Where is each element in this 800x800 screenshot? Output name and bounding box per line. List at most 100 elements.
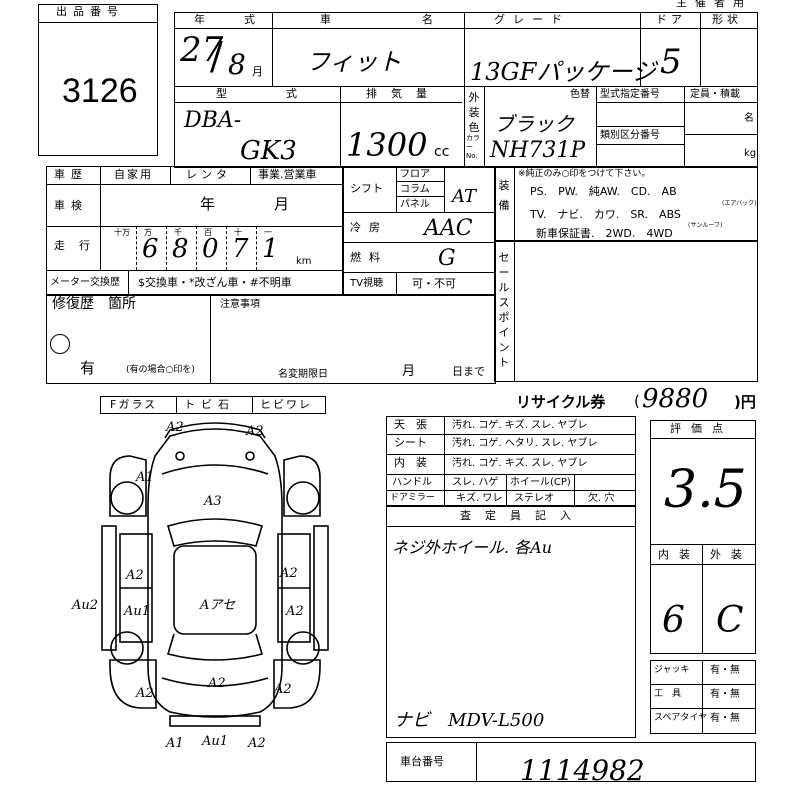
history-rental: レンタ	[186, 168, 231, 181]
mark-right-door-rear: A2	[286, 604, 304, 619]
door-mirror-options: キズ. ワレ	[456, 493, 503, 504]
score-box	[650, 420, 756, 654]
displacement-label: 排気量	[366, 87, 441, 100]
mileage-digit-label: 十万	[114, 228, 130, 237]
wheel-cap-label: ホイール(CP)	[510, 477, 571, 488]
fuel-label: 燃料	[350, 251, 388, 264]
score-exterior-label: 外装	[710, 548, 752, 561]
mark-roof: Aアセ	[200, 598, 236, 613]
recycle-label: リサイクル券	[516, 393, 606, 411]
year-value: 27	[180, 30, 224, 70]
tools-box	[650, 660, 756, 734]
mark-rear-right: A2	[274, 682, 292, 697]
mileage-digit-label: 百	[204, 228, 212, 237]
score-label: 評価点	[670, 422, 733, 435]
capacity-unit-kg: kg	[744, 148, 757, 159]
color-code-value: NH731P	[490, 138, 586, 163]
model-label: 型 式	[216, 87, 321, 100]
meter-options: $交換車・*改ざん車・#不明車	[138, 276, 292, 289]
glass-chip: トビ石	[184, 398, 235, 411]
stereo-options: 欠. 穴	[588, 493, 615, 504]
inspector-box	[386, 506, 636, 738]
inspector-note-2: ナビ MDV-L500	[394, 710, 545, 731]
history-box	[46, 166, 344, 296]
score-interior-value: 6	[662, 600, 685, 641]
shift-column: コラム	[400, 184, 430, 195]
equip-label: 装備	[498, 179, 510, 212]
inspector-note-1: ネジ外ホイール. 各Au	[392, 538, 553, 557]
sales-point-box	[494, 240, 758, 382]
name-change-day: 日まで	[452, 365, 485, 378]
doors-label: ドア	[656, 13, 686, 26]
mileage-digit-label: 一	[264, 228, 272, 237]
repair-value: 有	[80, 359, 96, 377]
color-change-label: 色替	[570, 89, 590, 100]
mileage-digit-label: 十	[234, 228, 242, 237]
repair-value-circle	[50, 334, 70, 354]
mileage-digit-label: 万	[144, 228, 152, 237]
recycle-value: 9880	[642, 384, 709, 414]
tv-options: 可・不可	[412, 277, 456, 290]
interior-box	[386, 416, 636, 506]
category-label: 類別区分番号	[600, 130, 660, 141]
doors-value: 5	[660, 42, 682, 82]
lot-number-box	[38, 4, 158, 156]
glass-label: Fガラス	[110, 398, 158, 411]
tool-label: スペアタイヤ	[654, 713, 708, 723]
tool-label: 工 具	[654, 689, 682, 699]
score-exterior-value: C	[716, 600, 744, 641]
mark-right-door-front: A2	[280, 566, 298, 581]
year-slash: /	[210, 34, 223, 78]
mark-rear-center: A2	[208, 676, 226, 691]
mileage-unit: km	[296, 256, 312, 267]
mark-bumper-right: A2	[248, 736, 266, 751]
lot-number: 3126	[62, 72, 138, 110]
equip-sr-note: (サンルーフ)	[688, 222, 723, 229]
model-value-2: GK3	[240, 136, 297, 166]
handle-options: スレ. ハゲ	[452, 477, 499, 488]
handle-label: ハンドル	[392, 477, 432, 488]
shift-panel: パネル	[400, 199, 430, 210]
equipment-right-box	[494, 166, 758, 242]
mileage-digit: 6	[142, 234, 159, 264]
history-private: 自家用	[114, 168, 153, 181]
month-unit: 月	[252, 65, 263, 78]
mark-rear-left: A2	[136, 686, 154, 701]
recycle-open-paren: (	[634, 392, 640, 410]
recycle-unit: )円	[734, 393, 756, 411]
equip-ab-note: (エアバック)	[722, 200, 757, 207]
capacity-label: 定員・積載	[690, 89, 740, 100]
grade-value: 13GFパッケージ	[470, 58, 656, 86]
history-business: 事業.営業車	[258, 168, 317, 181]
equipment-left-box	[342, 166, 496, 296]
mileage-digit: 7	[232, 234, 249, 264]
mark-bumper-left: A1	[166, 736, 184, 751]
mileage-label: 走行	[54, 239, 104, 252]
mark-front-right: A2	[246, 424, 264, 439]
mileage-digit: 0	[202, 234, 219, 264]
chassis-label: 車台番号	[400, 755, 444, 768]
mark-left-door-rear: Au1	[124, 604, 151, 619]
mark-left-step: Au2	[72, 598, 99, 613]
exterior-color-label: 外装色	[468, 91, 480, 134]
mark-fl-fender: A1	[136, 470, 154, 485]
sales-point-label: セールスポイント	[498, 251, 510, 369]
repair-note: (有の場合○印を)	[126, 365, 195, 375]
interior-row-options: 汚れ. コゲ. キズ. スレ. ヤブレ	[452, 458, 588, 469]
cc-unit: cc	[434, 144, 450, 160]
equip-row-2: TV. ナビ. カワ. SR. ABS	[530, 208, 681, 221]
score-value: 3.5	[664, 460, 747, 520]
color-no-label: カラーNo.	[466, 134, 480, 160]
repair-label: 修復歴 箇所	[52, 296, 136, 312]
equip-row-1: PS. PW. 純AW. CD. AB	[530, 185, 677, 198]
ac-value: AAC	[424, 216, 473, 241]
ac-label: 冷房	[350, 221, 388, 234]
interior-row-label: 内 装	[394, 456, 427, 469]
glass-crack: ヒビワレ	[260, 398, 312, 411]
shape-label: 形状	[712, 13, 742, 26]
repair-box	[46, 294, 496, 384]
stereo-label: ステレオ	[514, 493, 554, 504]
tool-value: 有・無	[710, 713, 740, 724]
vehicle-info-box	[174, 12, 758, 168]
grade-label: グレード	[494, 13, 570, 26]
